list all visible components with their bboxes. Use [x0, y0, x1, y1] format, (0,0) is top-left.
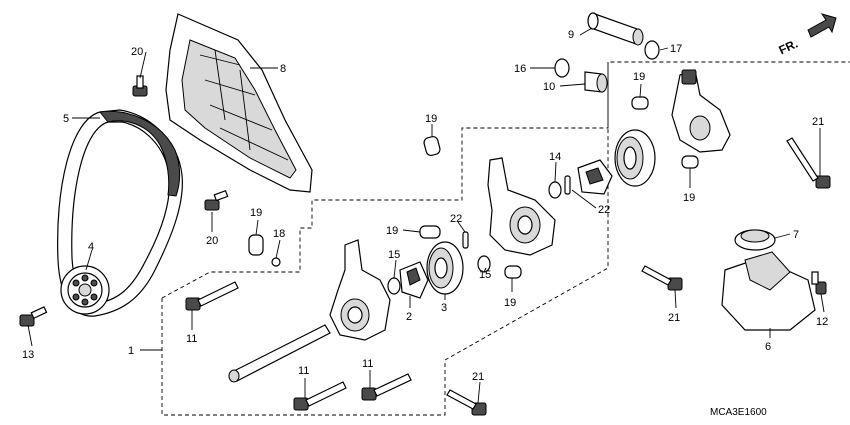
callout-17: 17 — [670, 43, 682, 55]
o-ring-17 — [644, 40, 660, 60]
callout-3: 3 — [441, 302, 447, 314]
bolt-11-a — [185, 281, 239, 311]
collar-10 — [584, 71, 608, 93]
diagram-code: MCA3E1600 — [710, 407, 767, 418]
callout-19-a: 19 — [250, 207, 262, 219]
callout-8: 8 — [280, 63, 286, 75]
callout-16: 16 — [514, 63, 526, 75]
callout-11-c: 11 — [362, 358, 373, 370]
bolt-20-upper — [132, 75, 148, 97]
callout-11-a: 11 — [186, 333, 197, 345]
callout-5: 5 — [63, 113, 69, 125]
callout-21-c: 21 — [472, 371, 484, 383]
callout-19-d: 19 — [425, 113, 437, 125]
callout-20-lower: 20 — [206, 235, 218, 247]
callout-4: 4 — [88, 241, 94, 253]
oil-pump-body-middle — [487, 157, 556, 256]
strainer-seal-7 — [734, 229, 776, 251]
callout-2: 2 — [406, 311, 412, 323]
callout-15-a: 15 — [388, 249, 400, 261]
callout-19-b: 19 — [386, 225, 398, 237]
dowel-pin-19-e — [631, 96, 649, 110]
callout-10: 10 — [543, 81, 555, 93]
bolt-13 — [19, 306, 48, 327]
callout-22-a: 22 — [450, 213, 462, 225]
callout-22-b: 22 — [598, 204, 610, 216]
dowel-pin-19-c — [419, 225, 441, 239]
bolt-11-c — [361, 373, 412, 401]
washer-18 — [271, 257, 281, 267]
drive-chain — [57, 109, 183, 317]
callout-12: 12 — [816, 316, 828, 328]
dowel-pin-19-f — [681, 155, 699, 169]
callout-19-f: 19 — [683, 192, 695, 204]
callout-18: 18 — [273, 228, 285, 240]
dowel-pin-19-a — [248, 234, 264, 256]
callout-19-c: 19 — [504, 297, 516, 309]
callout-labels: 20 8 5 4 13 20 19 18 1 11 11 11 21 2 3 1… — [22, 29, 828, 383]
callout-7: 7 — [793, 229, 799, 241]
oil-strainer-6 — [721, 251, 816, 331]
bolt-11-b — [293, 381, 347, 411]
callout-1: 1 — [128, 345, 134, 357]
outer-rotor-3 — [426, 241, 464, 295]
callout-13: 13 — [22, 349, 34, 361]
drive-sprocket — [60, 265, 110, 315]
callout-11-b: 11 — [298, 365, 309, 377]
pin-22-a — [462, 231, 469, 249]
bolt-20-lower — [204, 190, 229, 211]
o-ring-16 — [554, 58, 570, 78]
leader-lines — [27, 27, 825, 404]
callout-20-upper: 20 — [131, 46, 143, 58]
oil-pump-body-lower — [329, 239, 391, 341]
group-outline-lower-box — [161, 62, 609, 416]
outer-rotor-upper — [614, 129, 656, 187]
callout-6: 6 — [765, 341, 771, 353]
callout-15-b: 15 — [479, 269, 491, 281]
bolt-21-b — [641, 265, 683, 291]
callout-19-e: 19 — [633, 71, 645, 83]
dowel-pin-19-b — [423, 136, 441, 156]
washer-15-a — [387, 277, 401, 295]
front-direction-label: FR. — [777, 36, 800, 57]
bolt-21-a — [786, 137, 831, 189]
bolt-21-c — [446, 389, 487, 416]
pump-cylinder-9 — [587, 12, 644, 46]
callout-9: 9 — [568, 29, 574, 41]
washer-14 — [548, 181, 562, 199]
front-direction-arrow: FR. — [777, 13, 837, 57]
dowel-pin-19-d — [504, 265, 522, 279]
callout-21-a: 21 — [812, 116, 824, 128]
pump-shaft — [228, 324, 331, 383]
inner-rotor-upper — [577, 159, 613, 195]
callout-21-b: 21 — [668, 312, 680, 324]
inner-rotor-2 — [399, 261, 429, 299]
chain-guide-plate — [165, 13, 313, 193]
callout-14: 14 — [549, 151, 561, 163]
bolt-12 — [811, 271, 827, 295]
group-outline-lower — [161, 61, 850, 299]
oil-pump-cover-upper — [671, 69, 731, 153]
pin-22-b — [564, 175, 571, 195]
